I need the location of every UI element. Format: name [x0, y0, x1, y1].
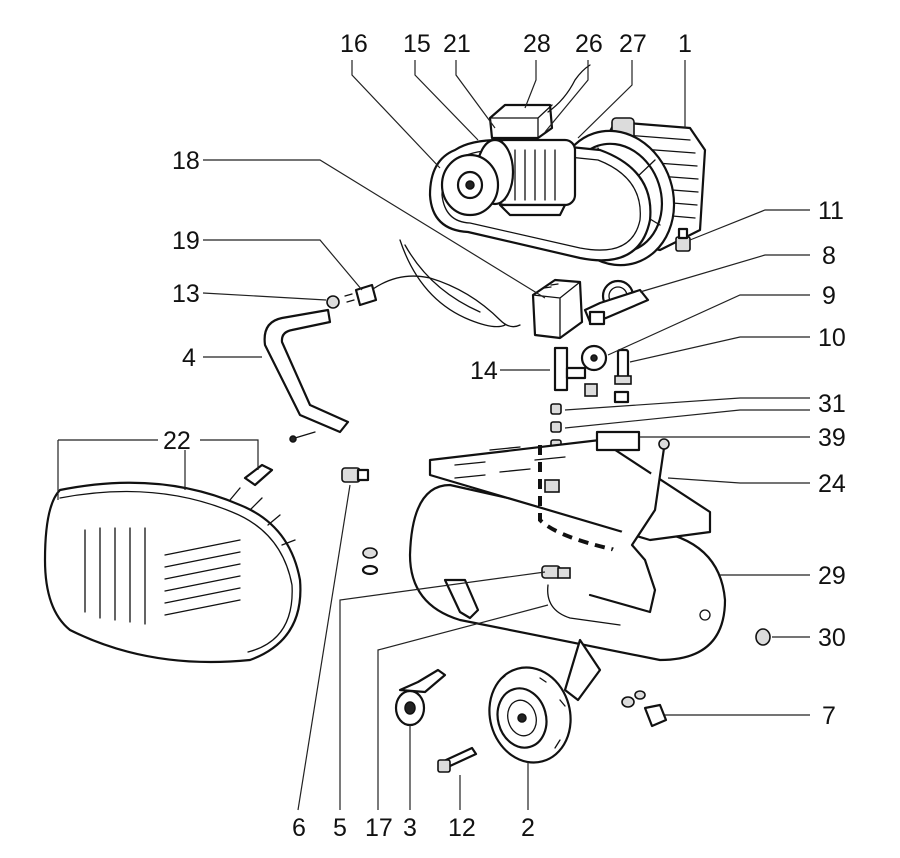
tee-fitting: [553, 346, 598, 397]
leader-lines: [57, 60, 810, 811]
handle-screw: [294, 431, 316, 439]
belt-guard: [43, 481, 302, 664]
callout-31: 31: [818, 390, 846, 418]
callout-13: 13: [172, 280, 200, 308]
delivery-pipe: [588, 446, 666, 614]
callout-19: 19: [172, 227, 200, 255]
callout-1: 1: [678, 30, 692, 58]
electric-motor: [440, 138, 577, 217]
callout-3: 3: [403, 814, 417, 842]
bolt: [437, 746, 478, 773]
callout-10: 10: [818, 324, 846, 352]
label-plate: [595, 430, 641, 452]
drain-fitting: [541, 565, 621, 626]
pressure-gauge: [580, 344, 608, 372]
nipples: [550, 403, 562, 451]
callout-39: 39: [818, 424, 846, 452]
callout-14: 14: [470, 357, 498, 385]
outlet-fitting: [675, 227, 691, 252]
terminal-box: [488, 64, 591, 140]
callout-17: 17: [365, 814, 393, 842]
callout-5: 5: [333, 814, 347, 842]
callout-7: 7: [822, 702, 836, 730]
pressure-switch: [531, 278, 584, 340]
callout-labels: 16 15 21 28 26 27 1 18 11 19 8 13 9 4 10…: [163, 30, 846, 842]
elbow-fitting: [613, 390, 630, 404]
belt-guard-bracket: [243, 463, 274, 487]
callout-28: 28: [523, 30, 551, 58]
callout-21: 21: [443, 30, 471, 58]
callout-12: 12: [448, 814, 476, 842]
callout-6: 6: [292, 814, 306, 842]
callout-2: 2: [521, 814, 535, 842]
callout-18: 18: [172, 147, 200, 175]
callout-8: 8: [822, 242, 836, 270]
end-cap: [755, 628, 771, 646]
callout-30: 30: [818, 624, 846, 652]
caster-wheel: [394, 668, 447, 727]
nuts-washers: [361, 547, 379, 576]
cap-nut: [326, 295, 340, 309]
handle: [263, 308, 350, 434]
callout-29: 29: [818, 562, 846, 590]
callout-4: 4: [182, 344, 196, 372]
inlet-fitting: [341, 467, 370, 483]
callout-24: 24: [818, 470, 846, 498]
callout-16: 16: [340, 30, 368, 58]
callout-9: 9: [822, 282, 836, 310]
wheel: [488, 666, 572, 764]
callout-26: 26: [575, 30, 603, 58]
pressure-regulator: [583, 279, 650, 326]
drain-tap: [621, 690, 668, 728]
callout-22: 22: [163, 427, 191, 455]
callout-11: 11: [818, 197, 844, 225]
callout-15: 15: [403, 30, 431, 58]
callout-27: 27: [619, 30, 647, 58]
safety-valve: [614, 348, 632, 385]
power-cord: [344, 239, 521, 328]
